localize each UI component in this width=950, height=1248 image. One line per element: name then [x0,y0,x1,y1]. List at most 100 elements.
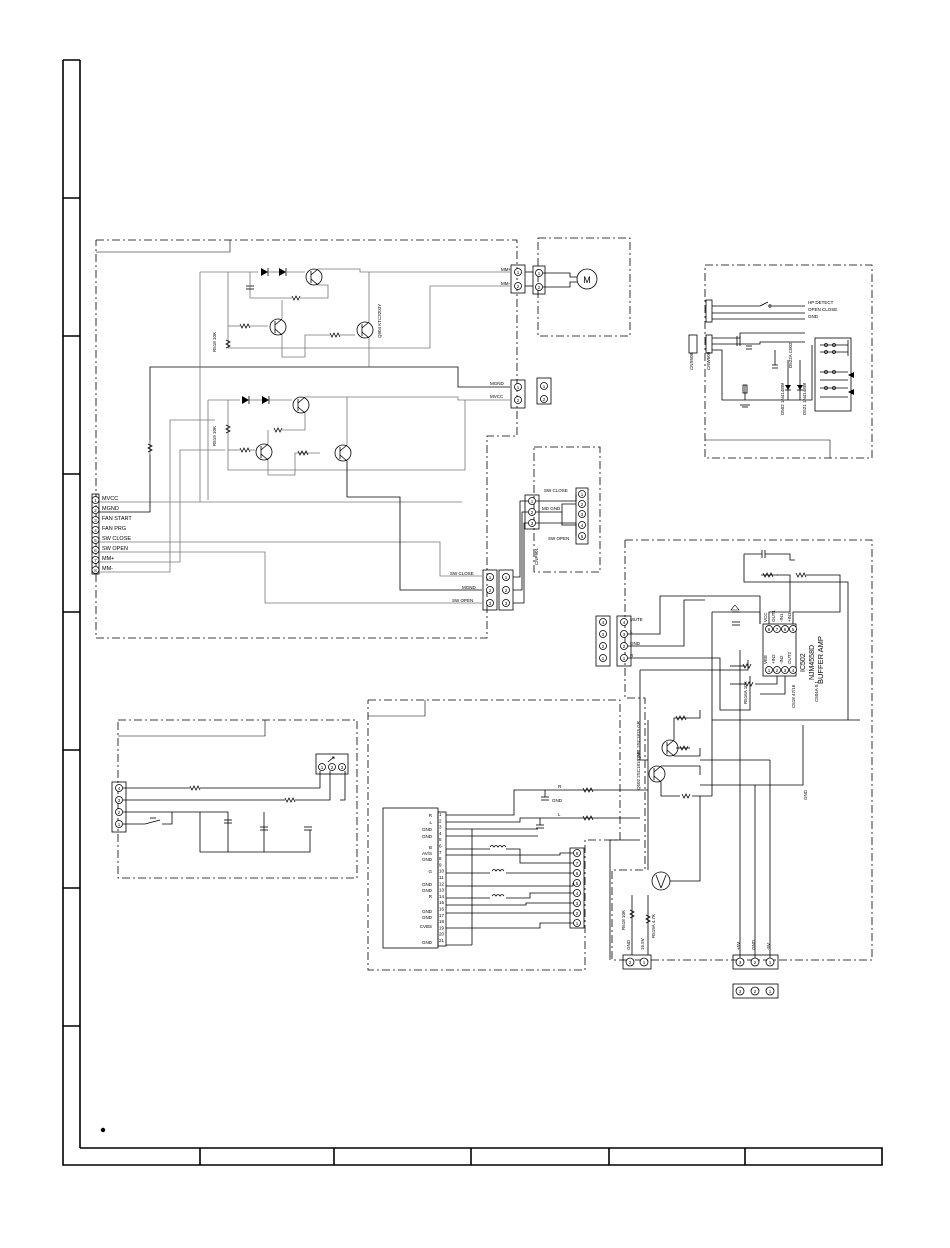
amp-left-pin-2: 2 [602,644,605,649]
av-pin-label-cvbs: CVBS [420,924,432,929]
av-pin-number-21: 21 [439,938,445,943]
sw-board-left-pin-1: 1 [531,499,534,504]
amp-bottom-pin-2: 2 [754,989,757,994]
switch-pin-2b: 2 [505,588,508,593]
sw-board-md-gnd: MD GND [542,506,561,511]
key-pin-1: 1 [118,822,121,827]
motor-right-pin-2: 2 [517,284,520,289]
motor-label-mm-minus: MM- [102,566,113,572]
av-right-pin-7: 7 [576,861,579,866]
page-frame [62,59,883,1166]
av-pin-label-b: B [429,845,432,850]
av-right-pin-1: 1 [576,921,579,926]
label-mvcc: MVCC [490,394,504,399]
av-trace-r: R [558,784,562,789]
transistor-q904: Q904 KTC3203Y [377,304,382,338]
av-pin-label-gnd2: GND [422,834,433,839]
motor-pin-6: 6 [94,548,97,553]
ic-pin-6: 6 [784,627,787,632]
motor-right-pin-3: 1 [517,385,520,390]
label-mm-plus: MM+ [501,267,511,272]
ic-label-vee: VEE [763,655,768,664]
sensor-pin-1: 1 [321,765,324,770]
motor-box-pin-2: 2 [538,285,541,290]
hp-label-gnd: GND [808,314,819,319]
motor-label-sw-close: SW CLOSE [102,536,131,542]
av-pin-label-gnd1: GND [422,827,433,832]
av-pin-number-13: 13 [439,888,445,893]
ic-part: NJM4558D [809,645,816,680]
switch-pin-3b: 3 [505,601,508,606]
motor-box-pin-1: 1 [538,271,541,276]
av-bottom-155v: 15.5V [640,938,645,950]
ic-pin-5: 5 [792,627,795,632]
amp-label-plus5v: +5V [736,942,741,950]
amp-gnd-label: GND [803,789,808,800]
ic-label-vcc: VCC [763,612,768,622]
av-bottom-pin-1: 1 [643,960,646,965]
ic-pin-2: 2 [776,668,779,673]
amp-input-pin-1: 1 [623,656,626,661]
amp-label-mute: MUTE [630,617,643,622]
sw-board-pin-4: 4 [581,523,584,528]
motor-label-fan-start: FAN START [102,516,132,522]
amp-power-pin-1: 1 [769,960,772,965]
ic-label-in2-minus: -IN2 [779,655,784,664]
av-pin-label-gnd8: GND [422,940,433,945]
amp-left-pin-4: 4 [602,620,605,625]
av-pin-number-2: 2 [439,818,442,823]
motor-label-mm-plus: MM+ [102,556,114,562]
sw-board-sw-close: SW CLOSE [544,488,568,493]
motor-section: 1 2 3 4 5 6 7 8 MVCC MGND FAN START FAN … [91,239,526,639]
av-right-pin-5: 5 [576,881,579,886]
av-pin-number-1: 1 [439,812,442,817]
amp-part-r516a: R516A 10K [743,681,748,704]
amp-input-pin-4: 4 [623,620,626,625]
av-pin-number-8: 8 [439,856,442,861]
ic-pin-4: 4 [792,668,795,673]
switch-pin-2: 2 [489,588,492,593]
sw-board-sw-open: SW OPEN [548,536,569,541]
ic-label-out1: OUT1 [771,610,776,622]
av-right-pin-2: 2 [576,911,579,916]
amp-power-pin-3: 3 [739,960,742,965]
av-pin-label-l: L [429,820,432,825]
amp-label-l: L [630,629,633,634]
motor-pin-7: 7 [94,558,97,563]
motor-pin-4: 4 [94,528,97,533]
av-pin-label-gnd5: GND [422,888,433,893]
key-pin-3: 3 [118,798,121,803]
amp-part-c518: C518 47/16 [791,684,796,708]
motor-pin-2: 2 [94,508,97,513]
sw-board-connector: CNP901 [534,547,539,565]
hp-label-open-close: OPEN CLOSE [808,307,837,312]
sw-board-pin-2: 2 [581,502,584,507]
motor-box-pin-4: 2 [543,397,546,402]
label-mgnd: MGND [490,381,504,386]
buffer-amp-section: 4 3 2 1 4 3 2 1 MUTE L GND R 8 7 [595,539,873,999]
av-trace-l: L [558,812,561,817]
motor-pin-1: 1 [94,498,97,503]
amp-label-r: R [630,653,634,658]
ic-pin-1: 1 [768,668,771,673]
hp-label-detect: HP DETECT [808,300,834,305]
av-pin-label-gnd4: GND [422,882,433,887]
av-pin-number-9: 9 [439,862,442,867]
amp-label-minus5v: -5V [766,943,771,950]
av-pin-label-r2: R [429,894,433,899]
av-pin-number-6: 6 [439,844,442,849]
av-resistor-r518: R518 10K [621,910,626,930]
av-pin-number-20: 20 [439,932,445,937]
key-pin-2: 2 [118,810,121,815]
switch-pin-1: 1 [489,575,492,580]
resistor-r519: R519 10K [212,426,217,446]
ic-label-in2-plus: +IN2 [771,654,776,664]
av-pin-label-g: G [428,869,432,874]
av-pin-number-15: 15 [439,900,445,905]
label-mm-minus: MM- [501,281,510,286]
motor-box: 1 2 M 1 2 [525,237,631,405]
motor-right-pin-4: 2 [517,398,520,403]
motor-symbol: M [583,275,591,285]
label-sw-close: SW CLOSE [450,571,474,576]
